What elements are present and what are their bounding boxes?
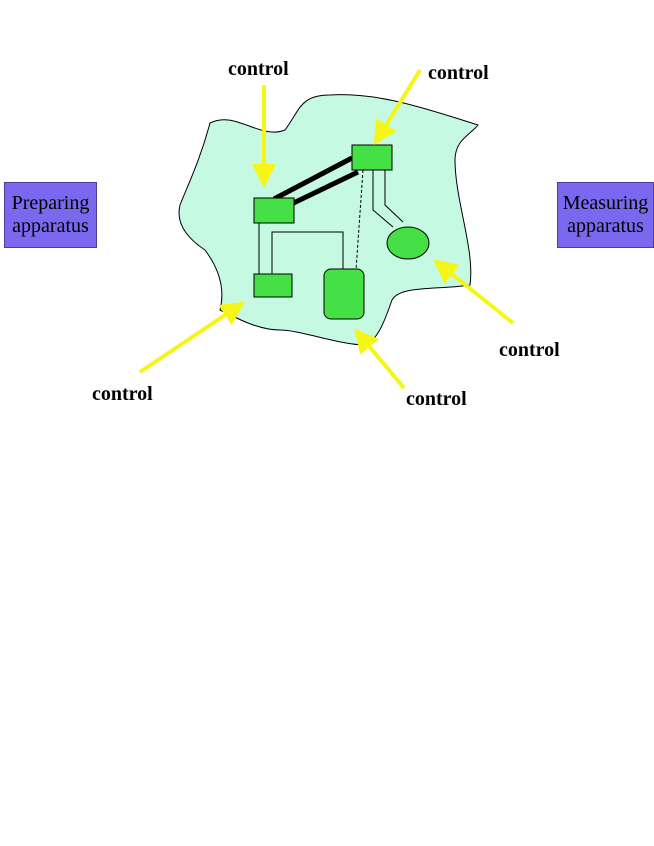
measuring-apparatus-line1: Measuring [562,192,649,214]
measuring-apparatus-box: Measuring apparatus [557,182,654,248]
component-bottom-left [253,273,293,298]
control-label-top-right: control [428,62,489,84]
control-arrow-top-right [373,68,422,146]
preparing-apparatus-line2: apparatus [12,215,89,237]
measuring-apparatus-line2: apparatus [567,215,644,237]
preparing-apparatus-box: Preparing apparatus [4,182,97,248]
control-label-bottom-middle: control [406,388,467,410]
component-middle-left [253,197,295,224]
component-rounded [323,268,365,320]
control-label-top-left: control [228,58,289,80]
component-ellipse [386,226,430,260]
component-top-right [351,144,393,171]
control-label-right: control [499,339,560,361]
control-label-bottom-left: control [92,383,153,405]
connector-right-inner [384,170,404,223]
preparing-apparatus-line1: Preparing [11,192,90,214]
connector-bracket [271,231,344,275]
control-arrow-right [433,259,515,325]
coupling-line-1 [272,155,354,202]
connector-right-outer [372,170,394,228]
connector-dashed [355,169,364,271]
control-arrow-bottom-middle [354,328,406,390]
control-arrow-bottom-left [138,301,245,374]
